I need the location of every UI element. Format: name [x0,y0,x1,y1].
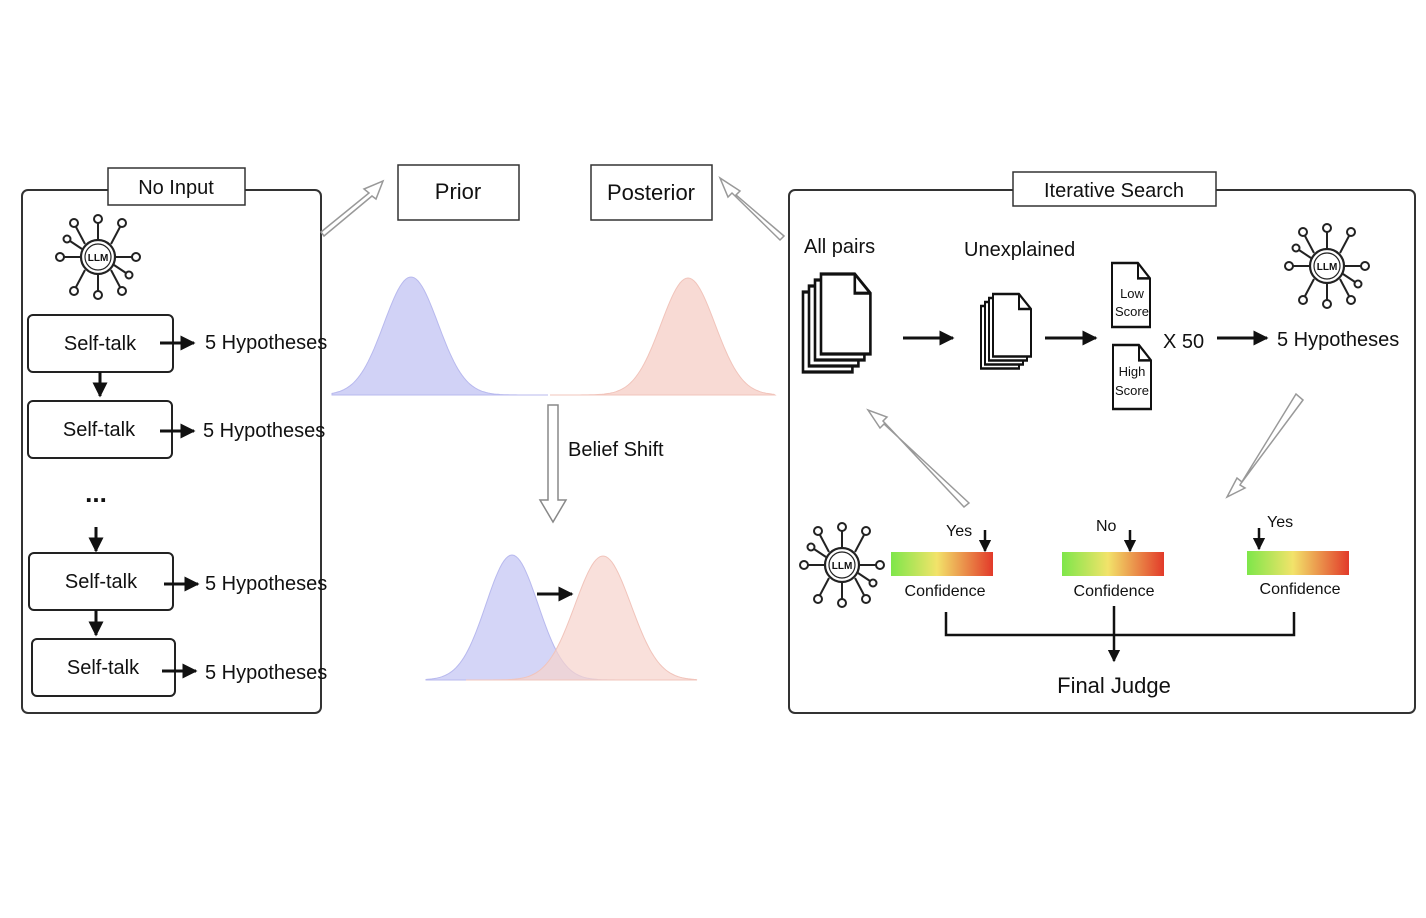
middle-section: Prior Posterior Belief Shift [319,164,786,681]
llm-icon-label: LLM [88,253,109,264]
ellipsis: ... [85,478,107,508]
confidence-label-2: Confidence [1074,583,1155,600]
prior-label: Prior [435,179,481,204]
belief-shift-label: Belief Shift [568,439,664,461]
shifted-posterior-distribution [466,555,698,681]
arrow-to-judges [1225,392,1305,499]
prior-box [397,164,520,221]
low-score-label-line1: Low [1120,286,1144,301]
confidence-bar-1 [891,552,993,576]
judge-answer-3: Yes [1267,514,1293,531]
all-pairs-documents-icon [801,272,873,374]
llm-icon: LLM [1283,222,1371,310]
hypotheses-label-1: 5 Hypotheses [205,332,327,354]
llm-icon: LLM [798,521,886,609]
self-talk-box-4 [31,638,176,697]
all-pairs-label: All pairs [804,236,875,258]
belief-shift-arrow [538,404,568,524]
confidence-bar-2 [1062,552,1164,576]
right-hypotheses-label: 5 Hypotheses [1277,329,1399,351]
multiplier-label: X 50 [1163,331,1204,353]
arrow-to-posterior [718,176,786,242]
posterior-box [590,164,713,221]
posterior-label: Posterior [607,180,695,205]
left-panel-title: No Input [138,177,214,199]
right-panel-title: Iterative Search [1044,180,1184,202]
self-talk-box-3 [28,552,174,611]
judge-bracket [944,612,1296,637]
self-talk-label-1: Self-talk [64,333,137,355]
posterior-distribution [550,277,777,396]
self-talk-label-2: Self-talk [63,419,136,441]
prior-distribution [331,276,548,396]
llm-icon-label: LLM [832,561,853,572]
left-panel-title-box [107,167,246,206]
right-panel-title-box [1012,171,1217,207]
low-score-label-line2: Score [1115,304,1149,319]
confidence-label-3: Confidence [1260,581,1341,598]
hypotheses-label-2: 5 Hypotheses [203,420,325,442]
high-score-label-line1: High [1119,364,1146,379]
confidence-label-1: Confidence [905,583,986,600]
arrow-back-to-all-pairs [866,408,971,509]
final-judge-label: Final Judge [1057,673,1171,698]
confidence-bar-3 [1247,551,1349,575]
hypotheses-label-4: 5 Hypotheses [205,662,327,684]
judge-answer-1: Yes [946,523,972,540]
self-talk-label-4: Self-talk [67,657,140,679]
self-talk-label-3: Self-talk [65,571,138,593]
unexplained-documents-icon [979,292,1033,370]
high-score-label-line2: Score [1115,383,1149,398]
llm-icon-label: LLM [1317,262,1338,273]
arrow-to-prior [319,179,385,238]
hypotheses-label-3: 5 Hypotheses [205,573,327,595]
right-panel: Iterative Search All pairs Unexplained L… [788,171,1416,714]
left-panel: No Input LLM Self-talk 5 Hypotheses Self… [21,167,327,714]
unexplained-label: Unexplained [964,239,1075,261]
llm-icon: LLM [54,213,142,301]
judge-answer-2: No [1096,518,1117,535]
